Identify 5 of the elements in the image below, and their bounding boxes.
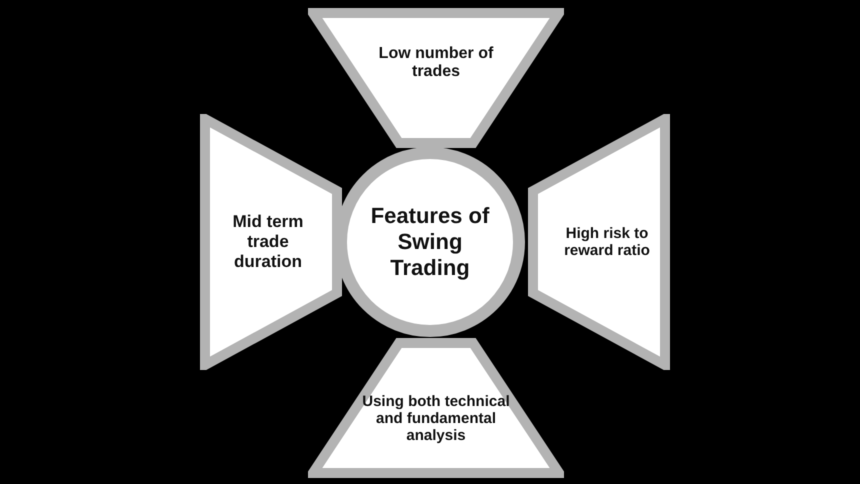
feature-text: Low number of trades	[378, 45, 494, 81]
feature-text: Mid term trade duration	[232, 212, 304, 272]
center-title: Features of Swing Trading	[370, 203, 490, 281]
feature-text: Using both technical and fundamental analysis	[361, 392, 511, 444]
feature-text: High risk to reward ratio	[563, 225, 651, 259]
